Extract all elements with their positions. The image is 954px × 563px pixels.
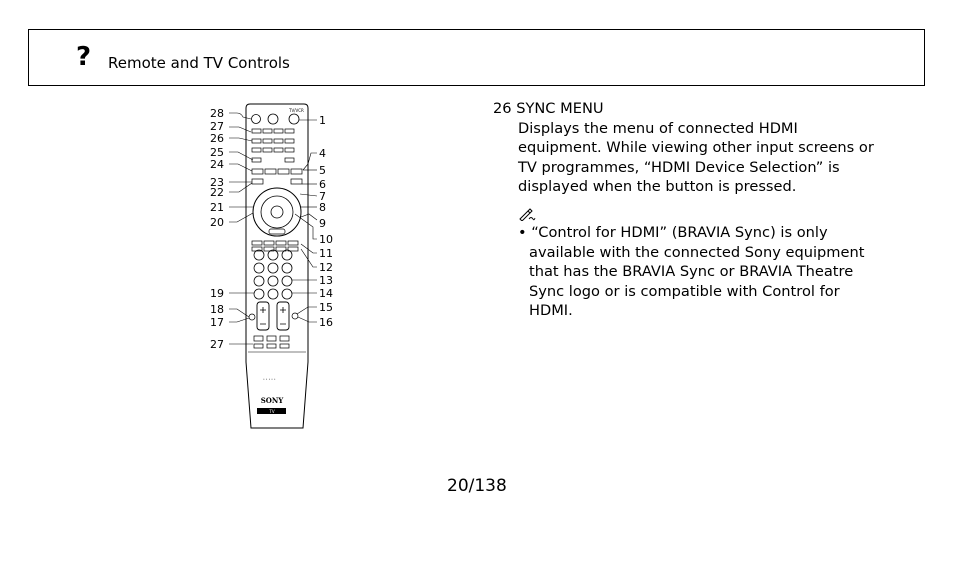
- header-bar: ? Remote and TV Controls: [28, 29, 925, 86]
- note-pencil-icon: [519, 208, 536, 221]
- remote-callout-26: 26: [210, 132, 224, 145]
- item-description: 26 SYNC MENU Displays the menu of connec…: [493, 99, 883, 321]
- remote-callout-8: 8: [319, 201, 326, 214]
- remote-callout-15: 15: [319, 301, 333, 314]
- remote-callout-25: 25: [210, 146, 224, 159]
- remote-callout-28: 28: [210, 107, 224, 120]
- remote-control-illustration: TV/VCR • • • • • SONY: [210, 103, 333, 429]
- header-title: Remote and TV Controls: [108, 54, 290, 72]
- help-question-icon[interactable]: ?: [76, 42, 92, 72]
- remote-callout-22: 22: [210, 186, 224, 199]
- remote-callout-1: 1: [319, 114, 326, 127]
- remote-callout-10: 10: [319, 233, 333, 246]
- remote-callout-23: 23: [210, 176, 224, 189]
- remote-callout-9: 9: [319, 217, 326, 230]
- remote-callout-24: 24: [210, 158, 224, 171]
- remote-callout-27b: 27: [210, 338, 224, 351]
- item-body: Displays the menu of connected HDMI equi…: [518, 119, 874, 196]
- remote-callout-17: 17: [210, 316, 224, 329]
- remote-callout-16: 16: [319, 316, 333, 329]
- remote-brand-label: SONY: [261, 396, 285, 405]
- svg-text:• • • • •: • • • • •: [263, 377, 276, 381]
- remote-callout-4: 4: [319, 147, 326, 160]
- remote-callout-11: 11: [319, 247, 333, 260]
- note-bullet: • “Control for HDMI” (BRAVIA Sync) is on…: [518, 223, 865, 320]
- remote-callout-20: 20: [210, 216, 224, 229]
- remote-tv-label: TV: [268, 409, 274, 414]
- remote-callout-14: 14: [319, 287, 333, 300]
- item-heading: 26 SYNC MENU: [493, 100, 604, 117]
- remote-callout-12: 12: [319, 261, 333, 274]
- remote-callout-6: 6: [319, 178, 326, 191]
- remote-callout-7: 7: [319, 190, 326, 203]
- remote-callout-18: 18: [210, 303, 224, 316]
- remote-callout-5: 5: [319, 164, 326, 177]
- remote-callout-21: 21: [210, 201, 224, 214]
- page-number: 20/138: [447, 476, 507, 496]
- remote-callout-19: 19: [210, 287, 224, 300]
- remote-callout-13: 13: [319, 274, 333, 287]
- remote-tvvcr-label: TV/VCR: [288, 108, 304, 113]
- remote-callout-27: 27: [210, 120, 224, 133]
